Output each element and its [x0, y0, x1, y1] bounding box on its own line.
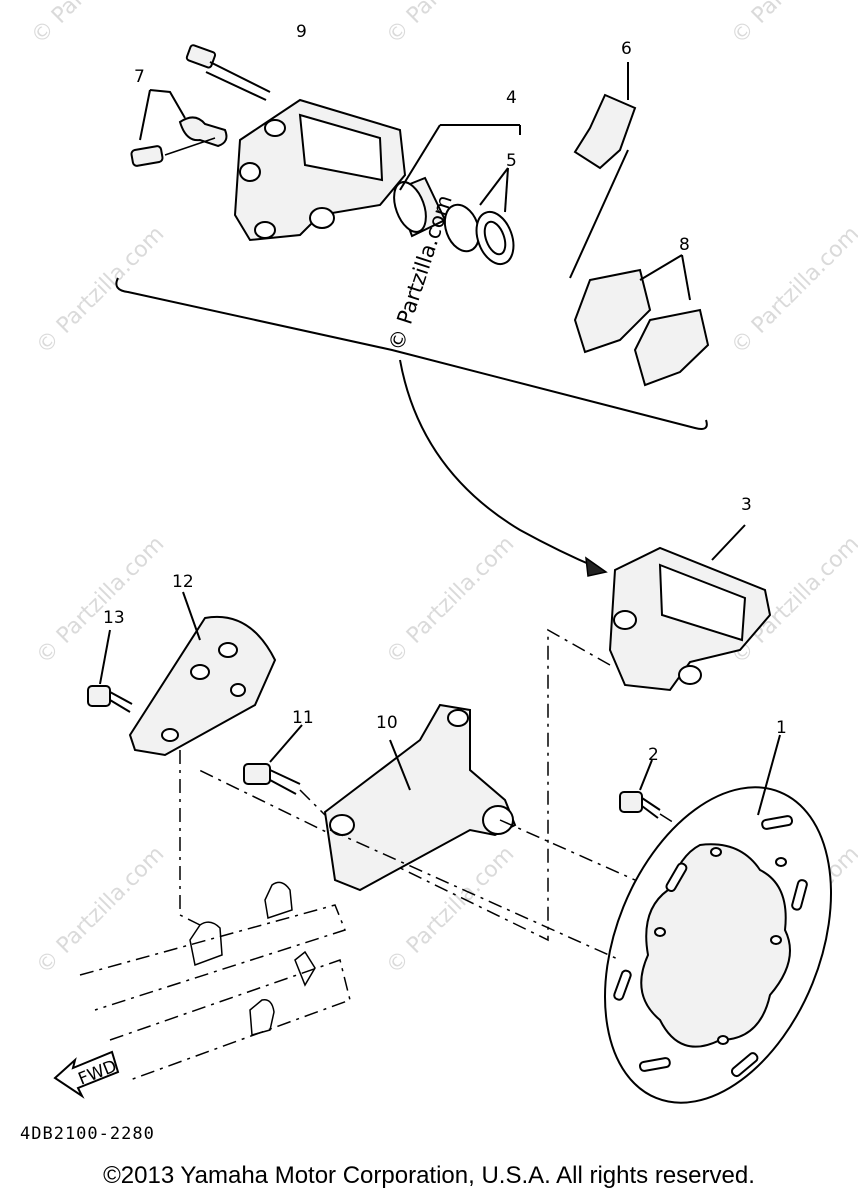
callout-4: 4 — [506, 88, 517, 108]
callout-9: 9 — [296, 22, 307, 42]
callout-3: 3 — [741, 495, 752, 515]
axle-line — [329, 829, 621, 961]
copyright-notice: ©2013 Yamaha Motor Corporation, U.S.A. A… — [103, 1162, 755, 1189]
swingarm-phantom — [79, 750, 351, 1081]
part-13-bolt — [87, 629, 133, 713]
fwd-label: FWD — [76, 1056, 120, 1089]
group-bracket — [115, 277, 708, 430]
callout-7: 7 — [134, 67, 145, 87]
callout-11: 11 — [292, 708, 314, 728]
watermark-1: © Partzilla.com — [27, 0, 165, 49]
watermark-3: © Partzilla.com — [727, 0, 858, 49]
callout-2: 2 — [648, 745, 659, 765]
part-1-disc — [604, 734, 832, 1104]
assembly-arrow — [399, 359, 599, 569]
part-10-bracket — [323, 703, 517, 892]
watermark-7: © Partzilla.com — [382, 532, 520, 670]
watermark-6: © Partzilla.com — [32, 532, 170, 670]
leader-caliper-bracket — [194, 628, 611, 942]
part-2-bolt — [619, 759, 661, 819]
callout-10: 10 — [376, 713, 398, 733]
fwd-arrow-icon: FWD — [53, 1050, 120, 1099]
callout-numbers: 9 7 6 4 5 8 3 12 13 11 10 2 1 — [103, 22, 787, 765]
watermark-2: © Partzilla.com — [382, 0, 520, 49]
callout-1: 1 — [776, 718, 787, 738]
part-5-seals — [443, 167, 515, 266]
part-3-caliper — [608, 524, 772, 692]
part-11-bolt — [243, 724, 303, 795]
part-7-bleeder — [130, 89, 228, 167]
part-6-spring — [569, 62, 637, 279]
diagram-part-code: 4DB2100-2280 — [20, 1124, 155, 1144]
watermark-4: © Partzilla.com — [32, 222, 170, 360]
watermark-9: © Partzilla.com — [32, 842, 170, 980]
callout-8: 8 — [679, 235, 690, 255]
part-12-guard — [128, 591, 277, 757]
caliper-body-exploded — [233, 98, 407, 242]
callout-13: 13 — [103, 608, 125, 628]
part-8-pads — [573, 254, 710, 387]
callout-12: 12 — [172, 572, 194, 592]
callout-6: 6 — [621, 39, 632, 59]
axle-line-2 — [499, 819, 636, 881]
part-9-bolt — [185, 44, 271, 101]
watermark-5: © Partzilla.com — [727, 222, 858, 360]
assembly-arrow-head — [585, 556, 608, 577]
callout-5: 5 — [506, 151, 517, 171]
